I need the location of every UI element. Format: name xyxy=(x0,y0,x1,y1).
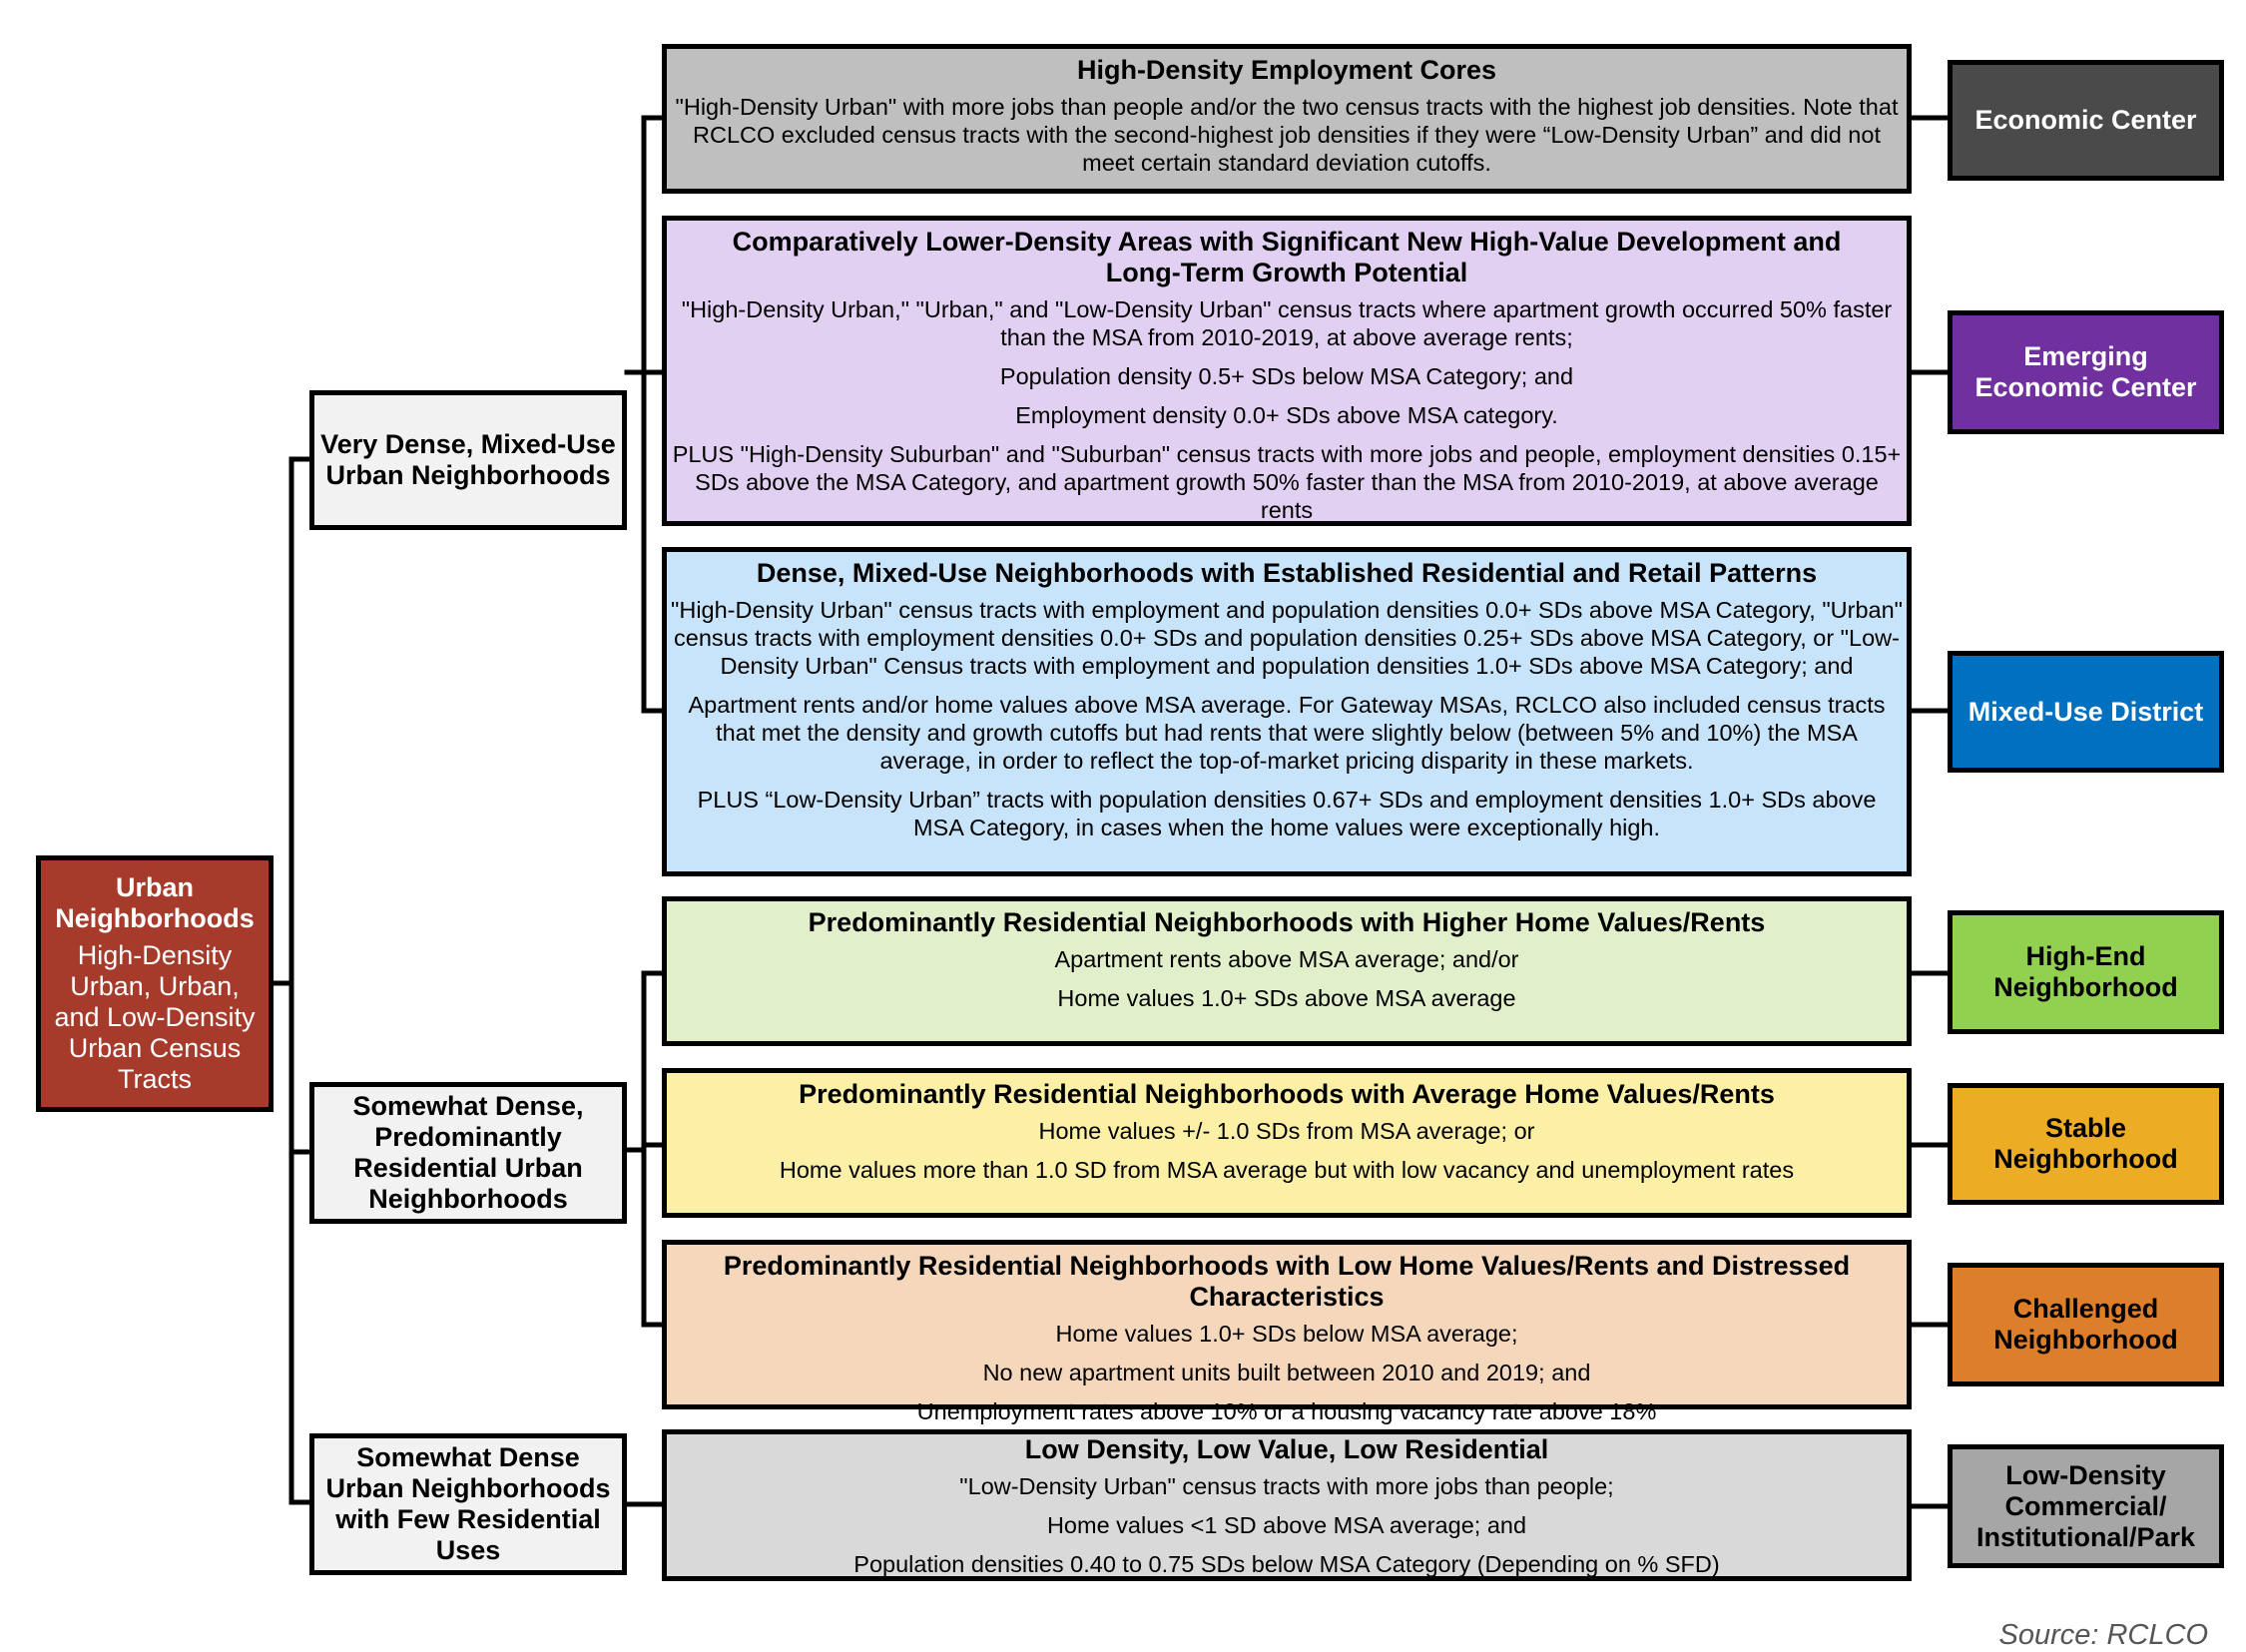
detail-low-home-values-distressed: Predominantly Residential Neighborhoods … xyxy=(662,1240,1912,1424)
detail-line: Apartment rents and/or home values above… xyxy=(688,692,1886,774)
detail-dense-mixed-use: Dense, Mixed-Use Neighborhoods with Esta… xyxy=(662,547,1912,876)
detail-title: Low Density, Low Value, Low Residential xyxy=(1024,1434,1549,1464)
detail-line: "High-Density Urban" with more jobs than… xyxy=(675,94,1899,176)
source-note: Source: RCLCO xyxy=(1998,1619,2208,1651)
detail-line: Population density 0.5+ SDs below MSA Ca… xyxy=(999,363,1574,389)
label-low-density-commercial: Low-Density Commercial/ Institutional/Pa… xyxy=(1948,1444,2224,1568)
detail-higher-home-values: Predominantly Residential Neighborhoods … xyxy=(662,896,1912,1046)
label-high-end-neighborhood: High-End Neighborhood xyxy=(1948,910,2224,1034)
detail-line: Apartment rents above MSA average; and/o… xyxy=(1054,946,1519,972)
detail-line: PLUS "High-Density Suburban" and "Suburb… xyxy=(672,441,1902,523)
detail-title: Predominantly Residential Neighborhoods … xyxy=(799,1079,1775,1109)
label-stable-neighborhood: Stable Neighborhood xyxy=(1948,1083,2224,1205)
detail-line: "High-Density Urban," "Urban," and "Low-… xyxy=(681,296,1893,350)
detail-title: High-Density Employment Cores xyxy=(1076,55,1497,85)
detail-line: Home values 1.0+ SDs above MSA average xyxy=(1057,985,1516,1011)
detail-low-density-low-value: Low Density, Low Value, Low Residential … xyxy=(662,1429,1912,1581)
detail-line: Home values 1.0+ SDs below MSA average; xyxy=(1055,1321,1518,1347)
detail-title: Predominantly Residential Neighborhoods … xyxy=(808,907,1766,937)
detail-line: Population densities 0.40 to 0.75 SDs be… xyxy=(853,1551,1720,1577)
detail-average-home-values: Predominantly Residential Neighborhoods … xyxy=(662,1068,1912,1218)
root-title: Urban Neighborhoods xyxy=(55,872,255,933)
detail-title: Predominantly Residential Neighborhoods … xyxy=(723,1251,1851,1312)
category-few-residential-uses: Somewhat Dense Urban Neighborhoods with … xyxy=(309,1433,627,1575)
detail-title: Dense, Mixed-Use Neighborhoods with Esta… xyxy=(756,558,1818,588)
detail-line: No new apartment units built between 201… xyxy=(982,1360,1591,1385)
category-very-dense-mixed-use: Very Dense, Mixed-Use Urban Neighborhood… xyxy=(309,390,627,530)
detail-title: Comparatively Lower-Density Areas with S… xyxy=(732,227,1842,287)
detail-line: "High-Density Urban" census tracts with … xyxy=(671,597,1904,679)
label-economic-center: Economic Center xyxy=(1948,60,2224,181)
label-challenged-neighborhood: Challenged Neighborhood xyxy=(1948,1263,2224,1386)
label-mixed-use-district: Mixed-Use District xyxy=(1948,651,2224,773)
detail-line: Home values +/- 1.0 SDs from MSA average… xyxy=(1038,1118,1535,1144)
detail-line: Home values more than 1.0 SD from MSA av… xyxy=(779,1157,1795,1183)
root-node: Urban Neighborhoods High-Density Urban, … xyxy=(36,855,274,1112)
detail-line: "Low-Density Urban" census tracts with m… xyxy=(959,1473,1614,1499)
detail-line: Employment density 0.0+ SDs above MSA ca… xyxy=(1015,402,1558,428)
detail-line: Home values <1 SD above MSA average; and xyxy=(1046,1512,1527,1538)
detail-lower-density-growth: Comparatively Lower-Density Areas with S… xyxy=(662,216,1912,526)
root-subtitle: High-Density Urban, Urban, and Low-Densi… xyxy=(54,940,256,1094)
detail-line: PLUS “Low-Density Urban” tracts with pop… xyxy=(697,787,1877,840)
category-somewhat-dense-residential: Somewhat Dense, Predominantly Residentia… xyxy=(309,1082,627,1224)
detail-line: Unemployment rates above 10% or a housin… xyxy=(916,1398,1657,1424)
detail-employment-cores: High-Density Employment Cores "High-Dens… xyxy=(662,44,1912,194)
label-emerging-economic-center: Emerging Economic Center xyxy=(1948,310,2224,434)
